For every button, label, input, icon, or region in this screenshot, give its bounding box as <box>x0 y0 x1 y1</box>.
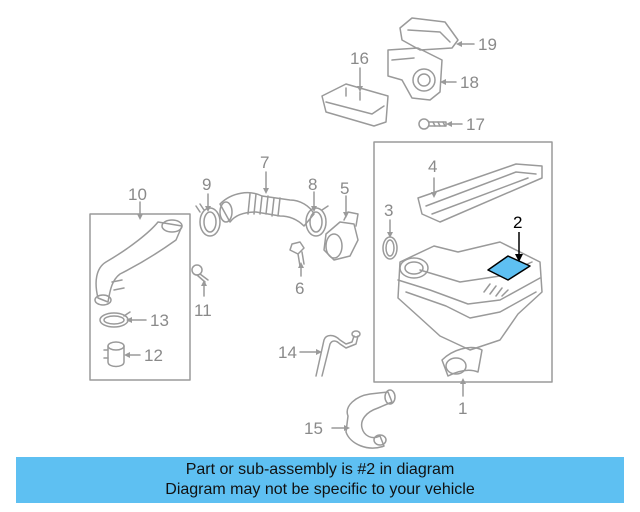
label-12: 12 <box>144 346 163 365</box>
part-4-filter-lid <box>417 163 543 223</box>
label-18: 18 <box>460 73 479 92</box>
part-14-hose <box>315 330 361 377</box>
label-6: 6 <box>295 279 304 298</box>
label-19: 19 <box>478 35 497 54</box>
part-7-hose <box>219 191 315 227</box>
caption-banner: Part or sub-assembly is #2 in diagram Di… <box>16 457 624 503</box>
part-5-sensor <box>323 211 359 261</box>
label-14: 14 <box>278 343 297 362</box>
part-12-sleeve <box>103 341 125 368</box>
part-11-bolt <box>191 264 209 283</box>
label-1: 1 <box>458 399 467 418</box>
label-9: 9 <box>202 175 211 194</box>
label-2: 2 <box>513 213 522 232</box>
part-19-cover <box>399 17 459 51</box>
part-10-tube <box>94 219 183 306</box>
part-6-bolt <box>289 241 305 267</box>
label-5: 5 <box>340 179 349 198</box>
part-17-bolt <box>418 118 447 130</box>
label-15: 15 <box>304 419 323 438</box>
label-8: 8 <box>308 175 317 194</box>
part-13-clamp <box>99 311 131 328</box>
part-3-oring <box>382 236 398 260</box>
part-2-highlight <box>487 232 531 281</box>
caption-line-1: Part or sub-assembly is #2 in diagram <box>185 461 455 478</box>
part-15-intake-hose <box>345 389 396 449</box>
part-18-housing <box>387 47 443 101</box>
label-10: 10 <box>128 185 147 204</box>
label-16: 16 <box>350 49 369 68</box>
caption-line-2: Diagram may not be specific to your vehi… <box>165 481 475 498</box>
label-4: 4 <box>428 157 437 176</box>
label-13: 13 <box>150 311 169 330</box>
label-7: 7 <box>260 153 269 172</box>
label-17: 17 <box>466 115 485 134</box>
label-11: 11 <box>194 301 212 320</box>
label-3: 3 <box>384 201 393 220</box>
part-8-clamp <box>305 205 329 237</box>
part-16-duct <box>321 83 389 127</box>
